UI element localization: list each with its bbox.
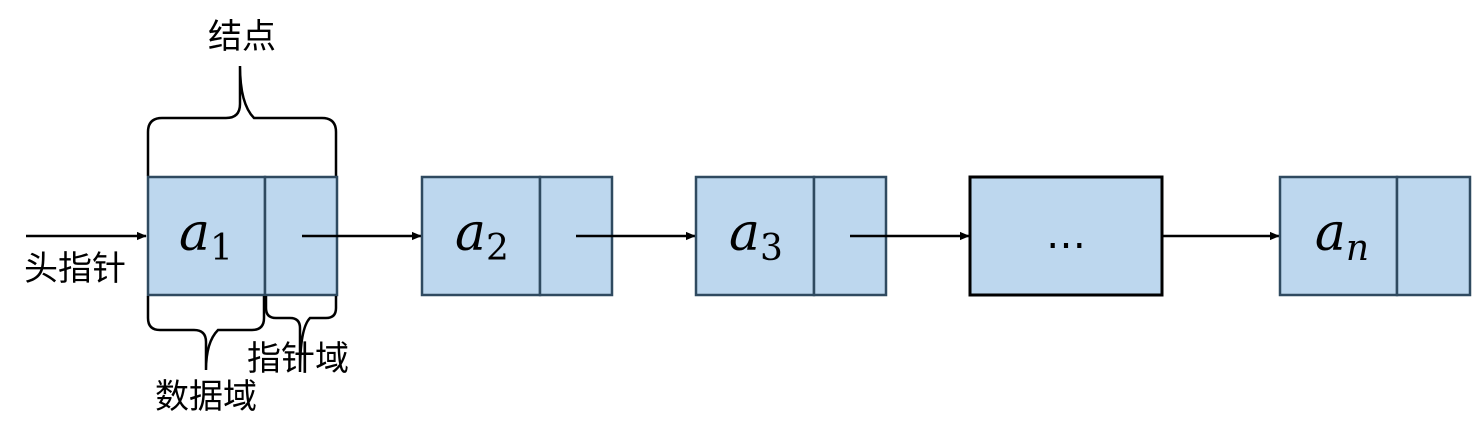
node-1-data-cell [146, 175, 267, 297]
node-n-value: an [1315, 203, 1369, 269]
head-pointer-label: 头指针 [24, 249, 126, 289]
pointer-field-label: 指针域 [247, 339, 349, 379]
ellipsis-text: … [1046, 212, 1086, 258]
pointer-field-brace [264, 296, 338, 373]
node-1-base: a [179, 203, 210, 263]
node-n: an [1278, 175, 1472, 297]
node-ellipsis: … [968, 175, 1164, 297]
node-n-pointer-cell [1395, 175, 1472, 297]
node-2-value: a2 [455, 203, 509, 269]
node-brace [146, 65, 338, 176]
node-n-base: a [1315, 203, 1346, 263]
node-3-sub: 3 [760, 228, 783, 269]
node-n-data-cell [1278, 175, 1399, 297]
data-field-brace [146, 296, 266, 371]
node-3-value: a3 [729, 203, 783, 269]
node-2-sub: 2 [486, 228, 509, 269]
node-3-data-cell [694, 175, 816, 297]
node-3: a3 [694, 175, 888, 297]
node-3-base: a [729, 203, 760, 263]
node-1-sub: 1 [210, 228, 233, 269]
data-field-label: 数据域 [155, 377, 257, 417]
node-label: 结点 [208, 17, 276, 57]
node-1-value: a1 [179, 203, 233, 269]
node-2-base: a [455, 203, 486, 263]
node-1: a1 [146, 175, 339, 297]
node-2-data-cell [420, 175, 542, 297]
node-n-sub: n [1346, 228, 1369, 269]
